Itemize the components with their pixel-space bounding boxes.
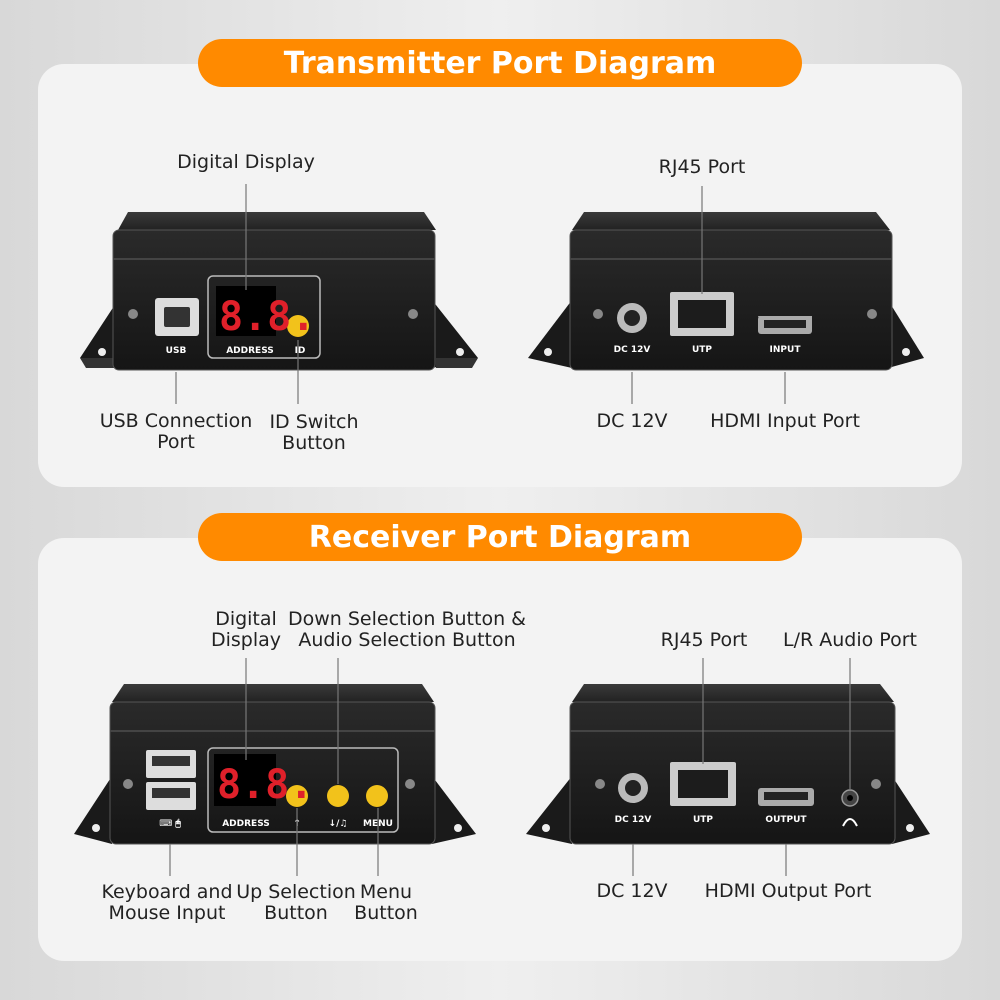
label-id-switch-button: ID Switch Button — [269, 411, 359, 454]
label-down-selection-button: Down Selection Button & Audio Selection … — [288, 608, 526, 651]
label-keyboard-mouse-input: Keyboard and Mouse Input — [101, 881, 233, 924]
transmitter-title-banner: Transmitter Port Diagram — [198, 39, 802, 87]
receiver-front-device — [74, 684, 476, 845]
receiver-address-text: ADDRESS — [222, 819, 270, 829]
input-text: INPUT — [770, 345, 802, 355]
label-hdmi-input-port: HDMI Input Port — [710, 410, 860, 432]
label-lr-audio-port: L/R Audio Port — [783, 629, 917, 651]
receiver-dc-text: DC 12V — [615, 815, 652, 825]
down-selection-button — [327, 785, 349, 807]
label-receiver-dc-12v: DC 12V — [596, 880, 668, 902]
label-rj45-port: RJ45 Port — [658, 156, 746, 178]
receiver-address-display: 8.8. — [217, 762, 313, 808]
address-text: ADDRESS — [226, 346, 274, 356]
transmitter-address-display: 8.8. — [219, 294, 315, 340]
output-text: OUTPUT — [765, 815, 807, 825]
up-selection-button — [286, 785, 308, 807]
receiver-back-device — [526, 684, 930, 845]
label-usb-connection-port: USB Connection Port — [99, 410, 253, 453]
label-up-selection-button: Up Selection Button — [236, 881, 356, 924]
id-text: ID — [295, 346, 306, 356]
label-hdmi-output-port: HDMI Output Port — [704, 880, 872, 902]
keyboard-mouse-icon: ⌨ 🖱 — [159, 818, 181, 829]
id-switch-button — [287, 315, 309, 337]
label-receiver-rj45-port: RJ45 Port — [660, 629, 748, 651]
transmitter-front-device — [80, 212, 478, 371]
headphone-icon — [842, 818, 858, 827]
menu-button — [366, 785, 388, 807]
label-digital-display: Digital Display — [177, 151, 315, 173]
receiver-utp-text: UTP — [693, 815, 713, 825]
leader-lines — [169, 184, 851, 876]
down-text: ↓/♫ — [329, 819, 348, 829]
receiver-title-banner: Receiver Port Diagram — [198, 513, 802, 561]
label-dc-12v: DC 12V — [596, 410, 668, 432]
label-receiver-digital-display: Digital Display — [210, 608, 282, 651]
label-menu-button: Menu Button — [354, 881, 418, 924]
usb-text: USB — [166, 346, 187, 356]
utp-text: UTP — [692, 345, 712, 355]
transmitter-back-device — [528, 212, 924, 371]
dc-text: DC 12V — [614, 345, 651, 355]
